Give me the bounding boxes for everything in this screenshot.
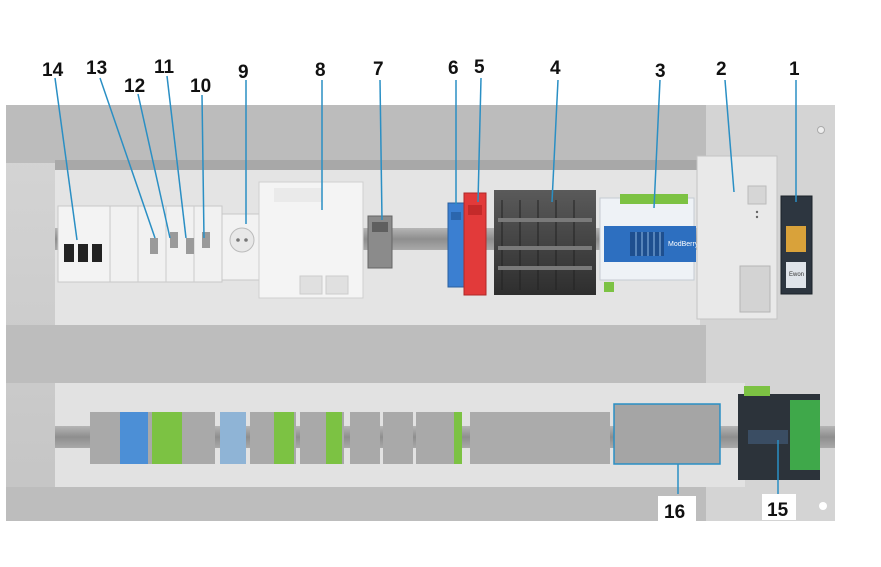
device-1-gateway: Ewon bbox=[780, 195, 813, 295]
lower-duct bbox=[6, 487, 706, 521]
device-15-io-module bbox=[738, 386, 820, 480]
upper-duct-shadow bbox=[55, 160, 700, 170]
callout-10: 10 bbox=[190, 76, 211, 97]
callout-15: 15 bbox=[767, 500, 789, 521]
upper-duct bbox=[6, 105, 706, 163]
callout-12: 12 bbox=[124, 76, 145, 97]
callout-1: 1 bbox=[789, 59, 800, 80]
device-4-terminal-group bbox=[494, 190, 596, 295]
device-14-main-breaker bbox=[57, 205, 111, 283]
callout-13: 13 bbox=[86, 58, 107, 79]
callout-4: 4 bbox=[550, 58, 561, 79]
device-9-socket bbox=[221, 213, 263, 281]
panel-screw bbox=[817, 126, 825, 134]
leader-lines bbox=[54, 75, 797, 496]
callout-8: 8 bbox=[315, 60, 326, 81]
callout-7: 7 bbox=[373, 59, 384, 80]
lower-terminal-blocks bbox=[90, 403, 721, 465]
device-3-plc: ModBerry bbox=[599, 194, 699, 292]
callout-16-bg bbox=[658, 496, 696, 522]
callout-11: 11 bbox=[154, 57, 175, 78]
device-5-red-relay bbox=[463, 192, 487, 296]
gateway-brand-text: Ewon bbox=[789, 272, 804, 278]
middle-duct bbox=[6, 325, 706, 383]
callout-2: 2 bbox=[716, 59, 727, 80]
device-2-enclosure bbox=[696, 155, 778, 320]
callout-9: 9 bbox=[238, 62, 249, 83]
callout-14: 14 bbox=[42, 60, 64, 81]
device-7-end-block bbox=[367, 215, 393, 269]
panel-screw bbox=[819, 502, 827, 510]
callout-6: 6 bbox=[448, 58, 459, 79]
callout-5: 5 bbox=[474, 57, 485, 78]
callout-15-bg bbox=[762, 494, 796, 520]
callout-16: 16 bbox=[664, 502, 685, 523]
callout-3: 3 bbox=[655, 61, 666, 82]
device-8-power-supply bbox=[258, 181, 364, 299]
plc-brand-text: ModBerry bbox=[668, 241, 699, 248]
device-6-blue-relay bbox=[447, 202, 465, 288]
